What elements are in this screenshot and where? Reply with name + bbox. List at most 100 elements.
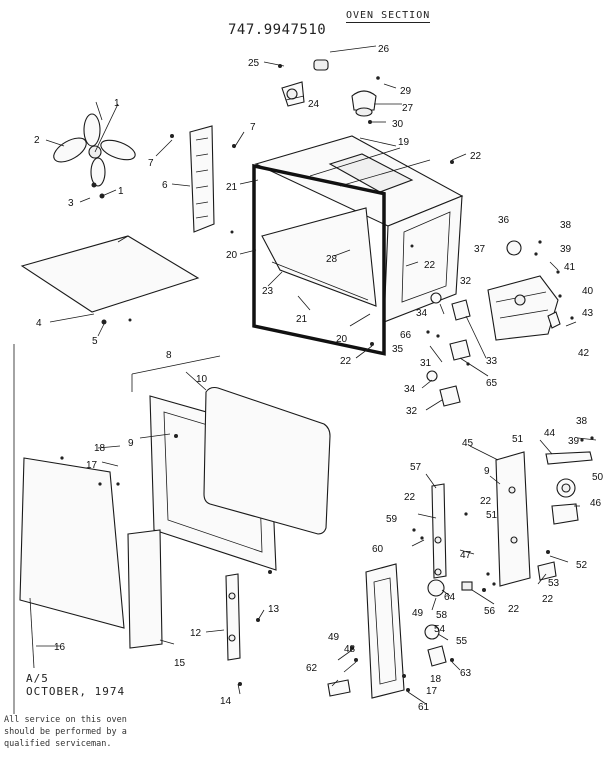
fan-blade xyxy=(53,103,136,187)
callout: 17 xyxy=(86,460,98,471)
spring-ring xyxy=(506,240,522,256)
callout: 50 xyxy=(592,472,604,483)
callout: 18 xyxy=(94,443,106,454)
switch-parts xyxy=(426,292,471,407)
callout: 19 xyxy=(398,137,410,148)
callout: 1 xyxy=(118,186,124,197)
callout: 27 xyxy=(402,103,414,114)
callout: 13 xyxy=(268,604,280,615)
lamp-socket xyxy=(351,90,377,117)
service-note-line: All service on this oven xyxy=(4,715,127,725)
callout: 7 xyxy=(148,158,154,169)
callout: 63 xyxy=(460,668,472,679)
callout: 3 xyxy=(68,198,74,209)
callout: 26 xyxy=(378,44,390,55)
model-number: 747.9947510 xyxy=(228,22,327,38)
callout: 22 xyxy=(542,594,554,605)
fan-bracket xyxy=(189,125,215,233)
callout: 22 xyxy=(470,151,482,162)
callout: 39 xyxy=(560,244,572,255)
callout: 48 xyxy=(344,644,356,655)
callout: 22 xyxy=(404,492,416,503)
callout: 25 xyxy=(248,58,260,69)
leader-lines xyxy=(36,45,597,705)
callout: 34 xyxy=(404,384,416,395)
callout: 20 xyxy=(336,334,348,345)
callout: 57 xyxy=(410,462,422,473)
callout: 8 xyxy=(166,350,172,361)
thermostat-knob xyxy=(281,81,305,107)
callout: 1 xyxy=(114,98,120,109)
callout: 53 xyxy=(548,578,560,589)
callout: 10 xyxy=(196,374,208,385)
oven-cavity xyxy=(254,135,464,323)
callout: 43 xyxy=(582,308,594,319)
callout: 12 xyxy=(190,628,202,639)
callout: 66 xyxy=(400,330,412,341)
date-block: A/5 OCTOBER, 1974 xyxy=(26,672,125,698)
callout: 47 xyxy=(460,550,472,561)
callout: 15 xyxy=(174,658,186,669)
callout: 32 xyxy=(460,276,472,287)
callout: 33 xyxy=(486,356,498,367)
callout: 6 xyxy=(162,180,168,191)
section-title: OVEN SECTION xyxy=(346,10,431,23)
callout: 36 xyxy=(498,215,510,226)
callout: 18 xyxy=(430,674,442,685)
callout: 38 xyxy=(560,220,572,231)
callout: 5 xyxy=(92,336,98,347)
door-glass xyxy=(203,386,331,535)
grommet xyxy=(313,59,329,71)
callout: 4 xyxy=(36,318,42,329)
callout: 61 xyxy=(418,702,430,713)
page-code: A/5 xyxy=(26,672,49,685)
handle xyxy=(545,451,593,465)
switch-bracket xyxy=(431,483,447,579)
callout: 39 xyxy=(568,436,580,447)
callout: 22 xyxy=(340,356,352,367)
callout: 44 xyxy=(544,428,556,439)
door-liner xyxy=(127,529,163,649)
callout: 41 xyxy=(564,262,576,273)
callout: 35 xyxy=(392,344,404,355)
callout: 28 xyxy=(326,254,338,265)
bottom-panel xyxy=(20,235,200,313)
callout: 62 xyxy=(306,663,318,674)
callout: 16 xyxy=(54,642,66,653)
callout: 56 xyxy=(484,606,496,617)
callout: 14 xyxy=(220,696,232,707)
service-note: All service on this oven should be perfo… xyxy=(4,714,184,750)
callout: 45 xyxy=(462,438,474,449)
revision-date: OCTOBER, 1974 xyxy=(26,685,126,698)
callout: 7 xyxy=(250,122,256,133)
callout: 40 xyxy=(582,286,594,297)
callout: 29 xyxy=(400,86,412,97)
callout: 22 xyxy=(480,496,492,507)
callout: 52 xyxy=(576,560,588,571)
callout: 21 xyxy=(296,314,308,325)
callout: 60 xyxy=(372,544,384,555)
callout: 54 xyxy=(434,624,446,635)
callout: 49 xyxy=(412,608,424,619)
callout: 30 xyxy=(392,119,404,130)
callout: 46 xyxy=(590,498,602,509)
callout: 55 xyxy=(456,636,468,647)
callout: 64 xyxy=(444,592,456,603)
control-panel xyxy=(495,451,531,587)
callout: 34 xyxy=(416,308,428,319)
callout: 37 xyxy=(474,244,486,255)
callout: 22 xyxy=(424,260,436,271)
callout: 49 xyxy=(328,632,340,643)
callout: 38 xyxy=(576,416,588,427)
door-hinge xyxy=(225,573,241,661)
callout: 32 xyxy=(406,406,418,417)
bezel-parts xyxy=(424,579,473,667)
control-box xyxy=(487,275,559,341)
callout: 59 xyxy=(386,514,398,525)
clip xyxy=(327,679,351,697)
callout: 51 xyxy=(486,510,498,521)
callout: 65 xyxy=(486,378,498,389)
outer-door-panel xyxy=(19,457,125,629)
